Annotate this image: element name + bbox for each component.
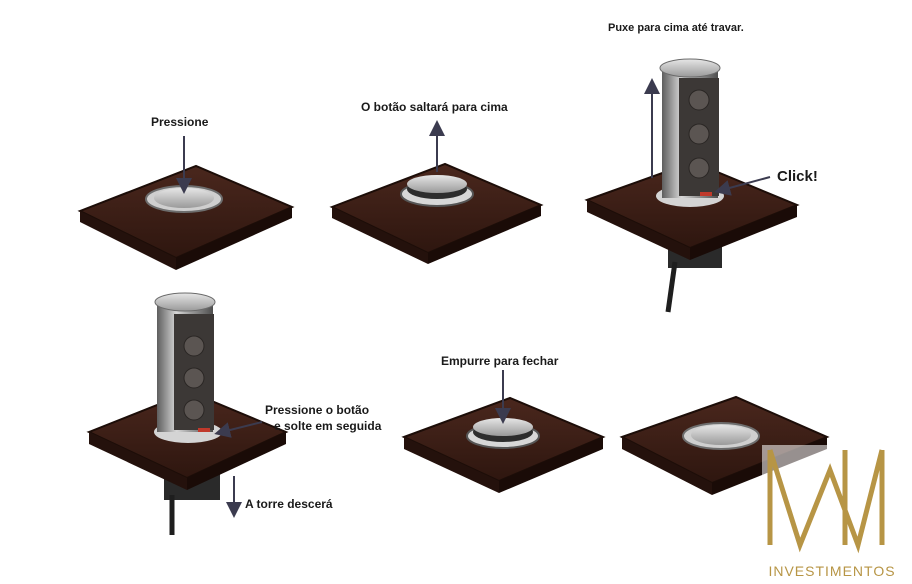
wood-plate-edge [176,207,292,270]
wood-plate-edge [404,437,499,493]
panel-push-close [401,370,606,493]
panel-press [77,136,295,270]
lock-indicator [700,192,712,196]
wood-plate-edge [187,432,286,490]
wood-plate-edge [499,437,603,493]
wood-plate-edge [428,205,541,264]
wood-plate-edge [89,432,187,490]
socket-cap [407,175,467,193]
panel-pull-up [584,58,800,313]
step-label-press-release-1: Pressione o botão [265,403,370,417]
power-cable [665,261,678,313]
arrow-left-icon [714,176,771,196]
step-label-popup: O botão saltará para cima [361,100,508,114]
step-label-press: Pressione [151,115,209,129]
panel-popup [329,120,544,264]
outlet-icon [183,335,205,357]
outlet-icon [688,89,710,111]
step-label-press-release-2: e solte em seguida [274,419,382,433]
step-label-click: Click! [777,168,818,185]
panel-press-release [86,292,289,535]
step-label-push-close: Empurre para fechar [441,354,559,368]
outlet-icon [183,367,205,389]
arrow-left-icon [214,421,263,438]
brand-name: INVESTIMENTOS [768,563,896,579]
tower-cap [154,292,216,312]
socket-cap [691,425,751,445]
step-label-pull-up: Puxe para cima até travar. [608,22,744,34]
wood-plate-edge [622,437,712,495]
outlet-icon [688,157,710,179]
socket-cap [154,188,214,208]
wn-monogram-icon [762,445,902,563]
wood-plate-edge [332,207,428,264]
wood-plate-edge [80,211,176,270]
wood-plate-edge [587,200,690,260]
outlet-icon [183,399,205,421]
tower-cap [659,58,721,78]
lock-indicator [198,428,210,432]
wood-plate-edge [690,205,797,260]
outlet-icon [688,123,710,145]
step-label-tower-down: A torre descerá [245,497,333,511]
socket-cap [473,418,533,436]
